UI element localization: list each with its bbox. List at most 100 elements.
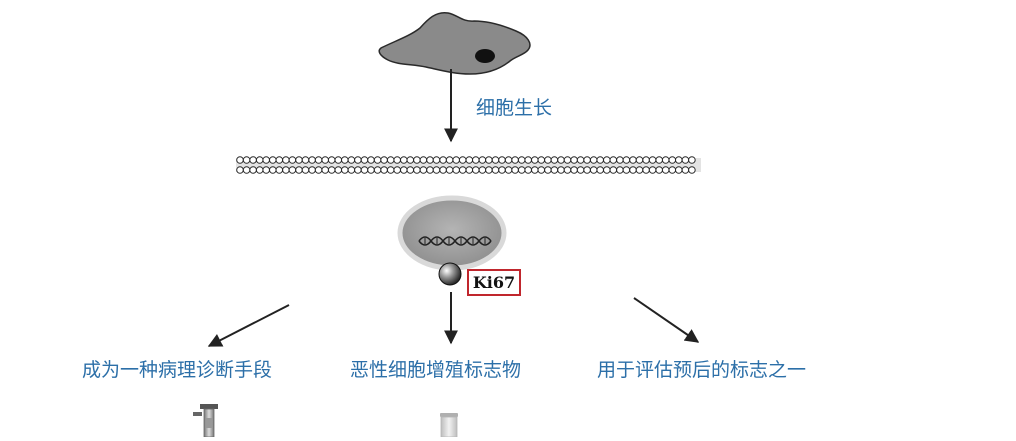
lipid-head: [413, 166, 421, 174]
lipid-head: [511, 156, 519, 164]
lipid-head: [609, 166, 618, 174]
lipid-head: [517, 156, 526, 164]
lipid-head: [249, 166, 257, 174]
malignant-marker-label: 恶性细胞增殖标志物: [350, 359, 522, 381]
lipid-head: [236, 156, 244, 164]
lipid-head: [563, 166, 572, 174]
lipid-head: [354, 166, 362, 174]
lipid-head: [406, 156, 415, 164]
lipid-head: [616, 156, 624, 164]
lipid-head: [452, 166, 461, 174]
lipid-head: [661, 156, 670, 164]
lipid-head: [327, 156, 336, 164]
lipid-head: [288, 156, 297, 164]
lipid-head: [478, 166, 487, 174]
lipid-head: [249, 156, 257, 164]
lipid-head: [458, 156, 467, 164]
lipid-head: [275, 156, 284, 164]
lipid-head: [432, 156, 441, 164]
lipid-head: [242, 156, 251, 164]
dna-icon: [418, 236, 492, 246]
ki67-label-box: Ki67: [467, 269, 521, 296]
lipid-head: [531, 166, 539, 174]
lipid-head: [439, 156, 447, 164]
lipid-head: [544, 166, 552, 174]
lipid-head: [511, 166, 519, 174]
lipid-head: [642, 156, 650, 164]
lipid-head: [445, 156, 454, 164]
lipid-head: [406, 166, 415, 174]
lipid-head: [589, 156, 598, 164]
lipid-head: [445, 166, 454, 174]
arrow-to-prognosis: [633, 297, 700, 343]
lipid-head: [537, 166, 546, 174]
lipid-head: [589, 166, 598, 174]
lipid-head: [570, 166, 578, 174]
lipid-head: [504, 156, 513, 164]
lipid-head: [655, 166, 664, 174]
lipid-head: [531, 156, 539, 164]
lipid-head: [498, 156, 506, 164]
lipid-head: [413, 156, 421, 164]
lipid-head: [255, 166, 264, 174]
lipid-head: [576, 156, 585, 164]
lipid-head: [596, 156, 605, 164]
lipid-head: [452, 156, 461, 164]
lipid-head: [629, 156, 637, 164]
lipid-head: [314, 156, 323, 164]
lipid-head: [524, 156, 533, 164]
lipid-head: [622, 166, 631, 174]
lipid-head: [334, 156, 343, 164]
lipid-head: [681, 166, 690, 174]
lipid-head: [458, 166, 467, 174]
lipid-head: [275, 166, 284, 174]
lipid-head: [478, 156, 487, 164]
lipid-head: [262, 156, 271, 164]
lipid-head: [661, 166, 670, 174]
cell-nucleus-dot: [475, 49, 495, 63]
arrow-to-diagnosis: [207, 304, 290, 347]
lipid-head: [393, 166, 402, 174]
lipid-head: [485, 166, 493, 174]
nucleus-icon: [397, 195, 507, 271]
lipid-head: [393, 156, 402, 164]
lipid-head: [570, 156, 578, 164]
lipid-head: [648, 156, 657, 164]
lipid-head: [648, 166, 657, 174]
lipid-head: [557, 156, 565, 164]
lipid-head: [295, 156, 303, 164]
lipid-head: [386, 156, 395, 164]
lipid-head: [439, 166, 447, 174]
lipid-head: [616, 166, 624, 174]
lipid-head: [288, 166, 297, 174]
lipid-head: [642, 166, 650, 174]
lipid-head: [426, 166, 434, 174]
lipid-head: [635, 166, 644, 174]
lipid-head: [367, 156, 375, 164]
lipid-head: [347, 156, 356, 164]
lipid-head: [380, 156, 388, 164]
lipid-head: [327, 166, 336, 174]
lipid-head: [301, 166, 310, 174]
lipid-head: [465, 166, 474, 174]
lipid-head: [341, 166, 349, 174]
lipid-head: [517, 166, 526, 174]
lipid-head: [681, 156, 690, 164]
lipid-head: [550, 156, 559, 164]
lipid-head: [419, 156, 428, 164]
lipid-head: [242, 166, 251, 174]
lipid-head: [668, 156, 677, 164]
lipid-head: [334, 166, 343, 174]
lipid-head: [400, 156, 408, 164]
lipid-head: [524, 166, 533, 174]
lipid-head: [255, 156, 264, 164]
lipid-head: [380, 166, 388, 174]
cell-icon: [378, 11, 531, 75]
lipid-head: [537, 156, 546, 164]
lipid-head: [308, 156, 316, 164]
lipid-head: [635, 156, 644, 164]
lipid-head: [472, 156, 480, 164]
lipid-head: [609, 156, 618, 164]
